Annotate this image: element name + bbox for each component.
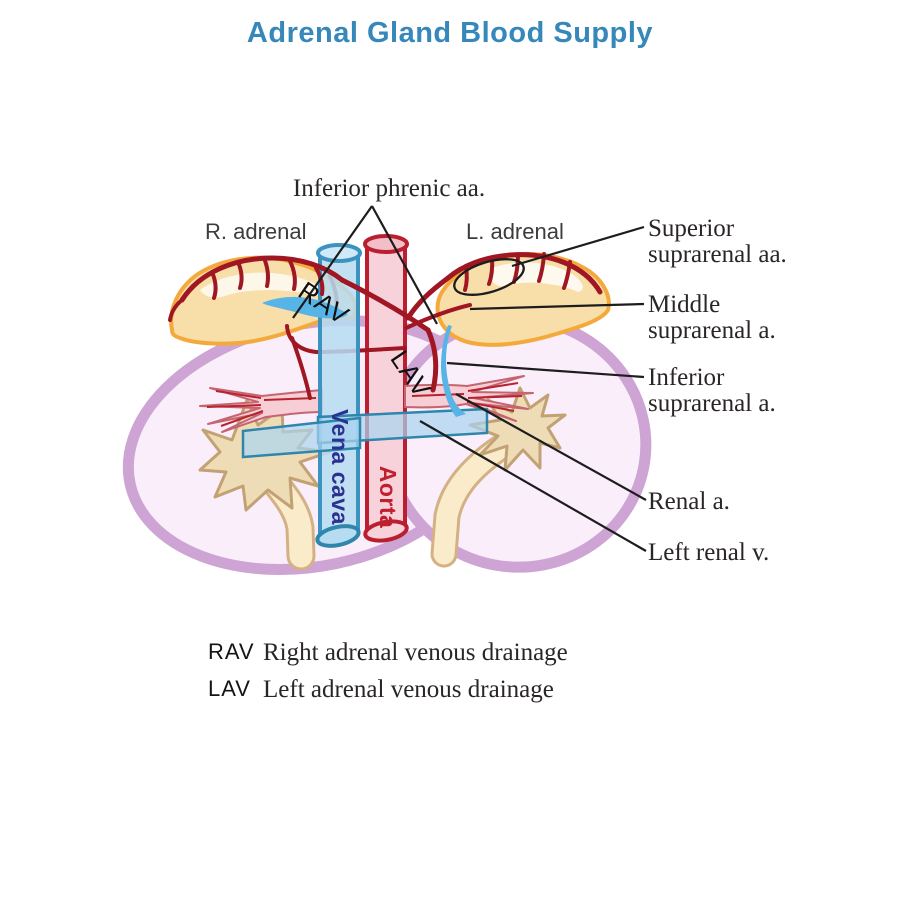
artery-branch bbox=[168, 298, 184, 322]
right-renal-vein-vessel bbox=[241, 416, 362, 459]
legend: RAV Right adrenal venous drainage LAV Le… bbox=[208, 639, 568, 703]
aorta-top bbox=[363, 234, 409, 254]
artery-branch bbox=[405, 275, 451, 321]
adrenal-highlight bbox=[490, 262, 583, 292]
legend-rav-abbr: RAV bbox=[208, 639, 255, 664]
label-l-adrenal: L. adrenal bbox=[466, 219, 564, 244]
right-phrenic-trunk bbox=[179, 255, 345, 303]
aorta-tube bbox=[366, 244, 406, 532]
ureter-tube bbox=[433, 437, 511, 565]
left-inferior-suprarenal-artery bbox=[425, 327, 439, 393]
inferior-phrenic-arteries bbox=[168, 252, 603, 393]
label-superior-suprarenal-line1: Superior bbox=[648, 215, 735, 242]
left-ureter bbox=[430, 434, 514, 568]
label-inferior-suprarenal-line1: Inferior bbox=[648, 364, 725, 391]
leader-superior-suprarenal bbox=[511, 225, 645, 268]
leader-inferior-suprarenal bbox=[446, 361, 645, 379]
label-r-adrenal: R. adrenal bbox=[205, 219, 307, 244]
label-renal-artery: Renal a. bbox=[648, 488, 730, 515]
label-middle-suprarenal-line1: Middle bbox=[648, 291, 720, 318]
aorta-vessel bbox=[363, 234, 409, 543]
legend-lav-abbr: LAV bbox=[208, 676, 251, 701]
superior-suprarenal-annotation-ellipse bbox=[453, 258, 525, 296]
callout-labels: Superior suprarenal aa. Middle suprarena… bbox=[648, 215, 787, 566]
right-renal-artery bbox=[199, 387, 323, 433]
leader-middle-suprarenal bbox=[469, 302, 645, 311]
leader-renal-artery bbox=[455, 393, 647, 501]
leader-lines bbox=[292, 205, 647, 552]
artery-striations bbox=[206, 390, 317, 427]
legend-rav-text: Right adrenal venous drainage bbox=[263, 639, 568, 666]
right-inferior-suprarenal-artery bbox=[290, 336, 312, 400]
superior-suprarenal-branch bbox=[288, 259, 297, 291]
label-inferior-suprarenal-line2: suprarenal a. bbox=[648, 390, 776, 417]
superior-suprarenal-branch bbox=[262, 256, 270, 288]
superior-suprarenal-branch bbox=[210, 270, 218, 300]
leader-inferior-phrenic-left bbox=[292, 205, 373, 319]
crossing-artery bbox=[339, 277, 431, 333]
legend-lav-text: Left adrenal venous drainage bbox=[263, 676, 554, 703]
page-title: Adrenal Gland Blood Supply bbox=[247, 17, 653, 49]
right-adrenal-vein bbox=[262, 296, 348, 319]
label-aorta: Aorta bbox=[375, 466, 401, 529]
aorta-bottom bbox=[363, 519, 409, 543]
leader-inferior-phrenic-right bbox=[371, 205, 438, 325]
label-left-renal-vein: Left renal v. bbox=[648, 539, 769, 566]
leader-left-renal-vein bbox=[419, 420, 647, 552]
artery-striations bbox=[411, 382, 523, 412]
left-renal-artery bbox=[404, 375, 534, 422]
label-superior-suprarenal-line2: suprarenal aa. bbox=[648, 241, 787, 268]
label-inferior-phrenic: Inferior phrenic aa. bbox=[293, 175, 485, 202]
vena-cava-bottom bbox=[315, 524, 361, 548]
superior-suprarenal-branch bbox=[236, 260, 244, 290]
superior-suprarenal-branch bbox=[562, 260, 572, 290]
left-adrenal-vein bbox=[441, 325, 466, 417]
left-middle-suprarenal-artery bbox=[404, 303, 472, 330]
label-middle-suprarenal-line2: suprarenal a. bbox=[648, 317, 776, 344]
label-vena-cava: Vena cava bbox=[327, 409, 353, 525]
superior-suprarenal-branch bbox=[463, 264, 469, 292]
vena-cava-tube bbox=[319, 253, 359, 537]
superior-suprarenal-branch bbox=[314, 266, 325, 296]
